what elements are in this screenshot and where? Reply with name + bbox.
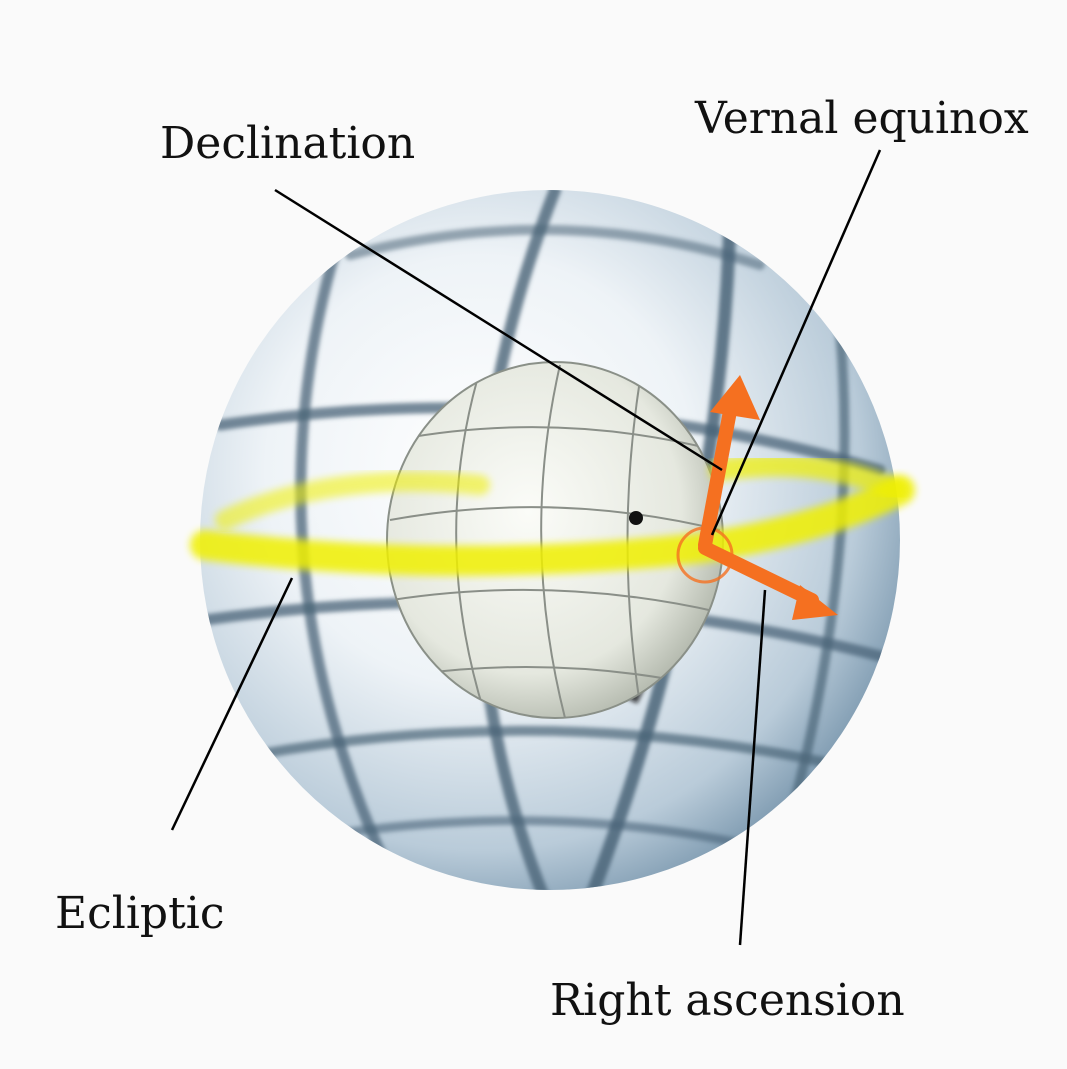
coordinate-arrows — [698, 375, 838, 620]
declination-label: Declination — [160, 118, 415, 169]
leader-lines — [170, 149, 882, 946]
right-ascension-label: Right ascension — [550, 975, 905, 1026]
ecliptic-band — [190, 454, 915, 576]
declination-leader-line — [274, 188, 723, 472]
right-ascension-leader-line — [738, 589, 767, 946]
vernal-equinox-leader-line — [710, 149, 882, 536]
vernal-equinox-label: Vernal equinox — [694, 93, 1029, 144]
declination-arrowhead — [710, 375, 760, 420]
right-ascension-arrow — [698, 541, 819, 607]
inner-point-marker — [629, 511, 643, 525]
ecliptic-leader-line — [170, 577, 294, 831]
ecliptic-label: Ecliptic — [55, 888, 224, 939]
right-ascension-arrowhead — [792, 585, 838, 620]
declination-arrow — [698, 388, 740, 552]
